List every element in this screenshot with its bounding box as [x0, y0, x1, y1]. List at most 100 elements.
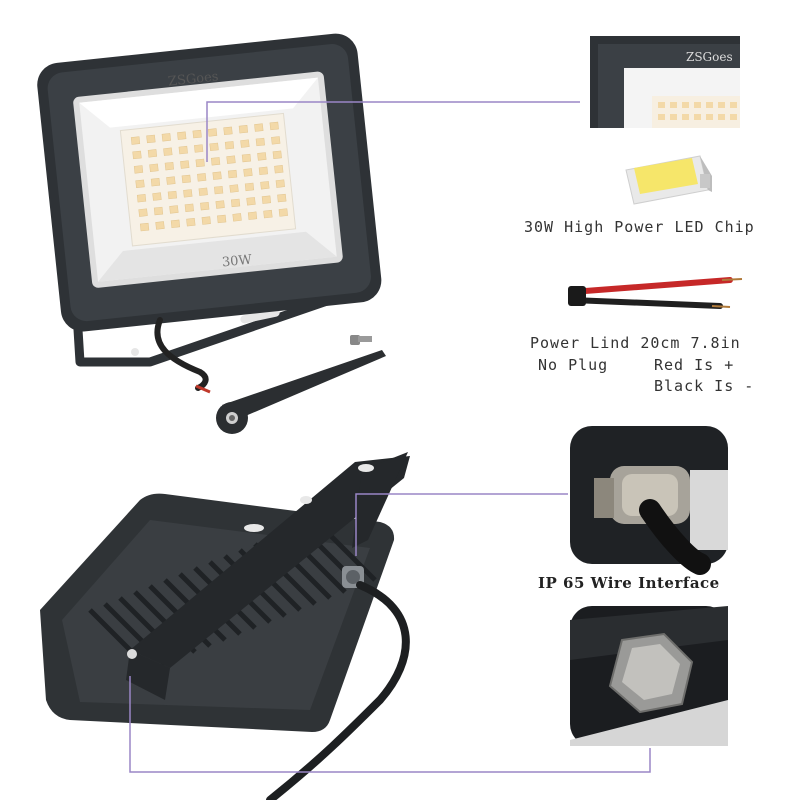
power-wire-inset	[568, 277, 743, 309]
led	[730, 102, 737, 108]
led	[192, 129, 202, 139]
led	[694, 102, 701, 108]
led-array	[130, 121, 288, 232]
led	[135, 179, 145, 188]
wire-interface-label: IP 65 Wire Interface	[538, 574, 720, 592]
led	[670, 114, 677, 120]
led	[261, 195, 272, 204]
led	[274, 165, 284, 174]
wire-gland-inset	[570, 426, 728, 575]
led	[232, 213, 242, 222]
led	[224, 141, 235, 150]
led	[718, 102, 725, 108]
led	[706, 114, 713, 120]
led	[147, 149, 158, 158]
led	[277, 193, 287, 203]
led	[200, 201, 210, 211]
led	[694, 114, 701, 120]
no-plug-label: No Plug	[538, 356, 609, 374]
wattage-marking: 30W	[221, 252, 253, 271]
led	[169, 205, 179, 214]
led	[271, 136, 281, 145]
led	[130, 136, 141, 145]
led	[209, 142, 219, 152]
led	[207, 128, 218, 137]
led	[682, 114, 689, 120]
floodlight-front	[37, 33, 382, 394]
led	[164, 161, 174, 171]
led	[150, 178, 161, 187]
led	[229, 184, 239, 193]
led	[163, 147, 173, 156]
led	[170, 219, 181, 229]
power-line-label: Power Lind 20cm 7.8in	[530, 334, 741, 352]
led	[658, 114, 665, 120]
led	[272, 150, 282, 159]
led	[260, 181, 270, 190]
led	[223, 126, 233, 136]
led	[198, 187, 208, 196]
led	[132, 150, 142, 160]
ground-spike	[216, 350, 386, 434]
led	[161, 133, 171, 142]
led	[215, 200, 225, 209]
led	[201, 216, 211, 225]
bolt-inset	[570, 606, 728, 746]
led	[730, 114, 737, 120]
led	[177, 131, 187, 140]
led	[212, 171, 222, 180]
led	[226, 155, 236, 164]
led	[194, 144, 204, 153]
led	[133, 165, 144, 174]
led	[240, 139, 250, 148]
led	[152, 192, 162, 201]
front-corner-inset	[590, 36, 740, 128]
led	[166, 176, 176, 185]
screw-icon	[350, 335, 372, 345]
led	[184, 203, 194, 212]
led	[243, 168, 253, 177]
led	[167, 190, 178, 200]
led	[670, 102, 677, 108]
led	[186, 218, 196, 227]
led	[227, 169, 238, 179]
led	[217, 214, 227, 224]
led	[149, 163, 159, 172]
led	[230, 198, 241, 208]
led	[210, 157, 221, 166]
led	[658, 102, 665, 108]
callout-lines	[129, 101, 651, 773]
led	[706, 102, 713, 108]
led	[258, 166, 268, 176]
led	[247, 211, 258, 220]
led	[195, 158, 205, 168]
led	[269, 121, 279, 131]
led-chip-label: 30W High Power LED Chip	[524, 218, 755, 236]
led	[241, 153, 252, 163]
led	[197, 173, 207, 182]
led	[682, 102, 689, 108]
led	[153, 206, 164, 216]
led	[139, 222, 150, 232]
led	[180, 160, 190, 169]
led	[278, 208, 288, 217]
floodlight-back	[40, 452, 410, 800]
led	[146, 134, 156, 144]
led	[257, 152, 267, 161]
led	[254, 123, 264, 132]
led	[181, 174, 191, 184]
led	[183, 189, 193, 198]
inset-brand-marking: ZSGoes	[686, 50, 733, 64]
led	[155, 221, 165, 230]
led	[238, 125, 249, 134]
led	[246, 197, 256, 206]
led	[178, 145, 188, 155]
led	[214, 185, 224, 195]
black-wire-label: Black Is -	[654, 377, 755, 395]
led	[255, 137, 265, 147]
led	[275, 179, 285, 188]
led	[263, 209, 273, 219]
red-wire-label: Red Is +	[654, 356, 735, 374]
led	[718, 114, 725, 120]
